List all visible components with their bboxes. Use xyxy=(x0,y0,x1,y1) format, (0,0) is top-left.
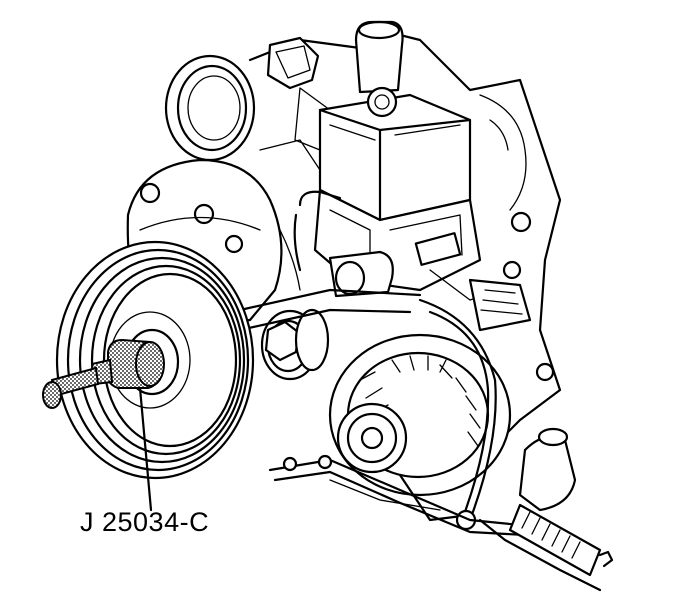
right-side-fittings xyxy=(468,211,555,382)
tensioner-pulley xyxy=(260,308,330,381)
upper-hose xyxy=(354,20,404,94)
drive-belt xyxy=(238,288,422,332)
actuator-spring xyxy=(478,427,614,592)
upper-idler-pulley xyxy=(164,54,256,162)
alternator xyxy=(328,333,512,522)
callout-leader-line xyxy=(138,386,153,512)
puller-tool xyxy=(42,338,165,409)
sensor-bracket xyxy=(266,36,331,151)
coolant-hose xyxy=(293,190,394,298)
tool-callout-label: J 25034-C xyxy=(80,507,210,537)
lower-bracket xyxy=(268,454,527,537)
